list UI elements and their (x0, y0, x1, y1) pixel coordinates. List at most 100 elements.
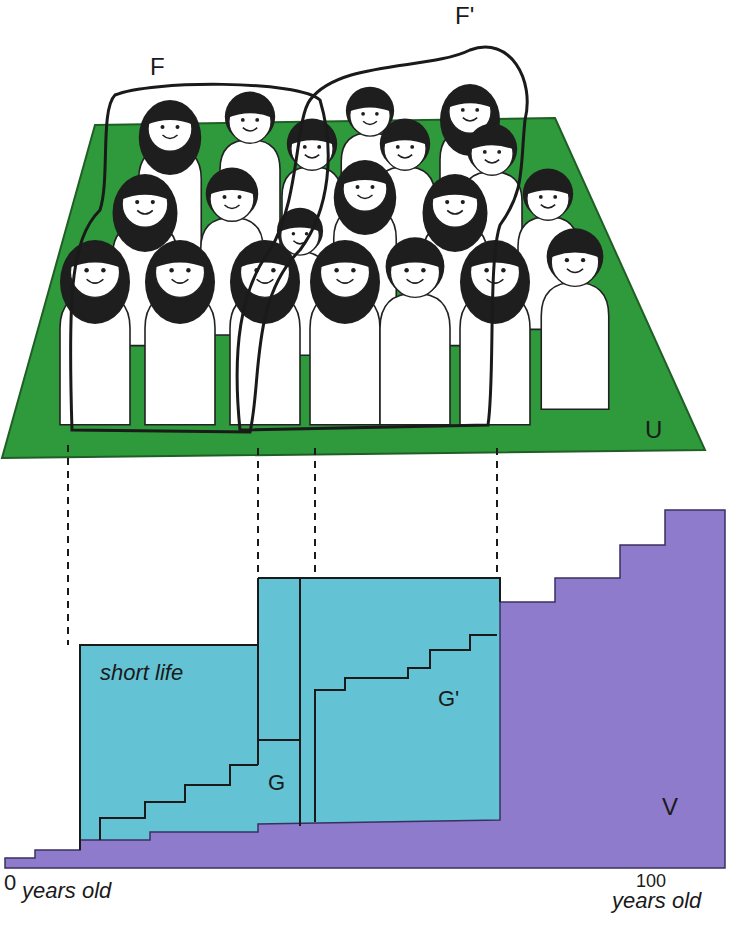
bangs (227, 96, 273, 118)
smile (487, 279, 504, 283)
eye (445, 200, 449, 204)
smile (257, 279, 274, 283)
bangs (447, 86, 493, 108)
eye (151, 200, 155, 204)
smile (541, 205, 555, 208)
label: years old (612, 890, 701, 912)
label: U (645, 418, 662, 442)
label: G' (438, 688, 459, 710)
label: short life (100, 662, 183, 684)
ground-u (2, 118, 705, 458)
region-v (5, 510, 725, 868)
smile (172, 279, 189, 283)
person (380, 237, 450, 425)
smile (567, 269, 583, 273)
region-outlines (80, 578, 500, 850)
eye (334, 268, 338, 272)
bangs (341, 163, 389, 186)
eye (553, 195, 557, 199)
eye (305, 232, 309, 236)
body (380, 293, 450, 425)
eye (565, 258, 569, 262)
label: 100 (636, 872, 666, 890)
eye (84, 268, 88, 272)
smile (463, 118, 477, 121)
hair (334, 160, 397, 235)
eye (241, 118, 245, 122)
bangs (469, 128, 515, 150)
smile (447, 210, 463, 214)
smile (305, 155, 319, 158)
crowd (60, 84, 609, 425)
hair (423, 174, 488, 252)
hair (145, 240, 215, 324)
label: V (662, 795, 678, 819)
eye (238, 195, 242, 199)
eye (461, 108, 465, 112)
body (541, 282, 609, 409)
eye (404, 268, 408, 272)
eye (410, 145, 414, 149)
eye (255, 118, 259, 122)
smile (337, 279, 354, 283)
eye (484, 268, 488, 272)
dashed-line (496, 448, 498, 578)
smile (398, 155, 412, 158)
smile (225, 205, 240, 209)
bangs (208, 173, 256, 196)
hair (139, 100, 202, 175)
hair (310, 240, 380, 324)
eye (101, 268, 105, 272)
label: G (268, 772, 285, 794)
eye (271, 268, 275, 272)
bangs (549, 234, 600, 258)
eye (501, 268, 505, 272)
eye (303, 145, 307, 149)
dashed-line (257, 448, 259, 578)
eye (461, 200, 465, 204)
dashed-line (314, 448, 316, 578)
hair (113, 174, 178, 252)
bangs (153, 243, 206, 268)
eye (497, 150, 501, 154)
label: years old (22, 880, 111, 902)
eye (356, 185, 360, 189)
eye (176, 125, 180, 129)
eye (351, 268, 355, 272)
eye (396, 145, 400, 149)
bangs (146, 103, 194, 125)
eye (581, 258, 585, 262)
smile (163, 135, 178, 139)
fuzzy-region-g (80, 578, 500, 855)
dashed-line (67, 445, 69, 645)
bangs (382, 123, 428, 145)
bangs (120, 177, 169, 200)
smile (358, 195, 373, 199)
person (145, 240, 215, 425)
eye (371, 185, 375, 189)
bangs (348, 91, 392, 112)
eye (475, 108, 479, 112)
bangs (388, 243, 441, 268)
label: F' (455, 4, 474, 28)
smile (137, 210, 153, 214)
eye (186, 268, 190, 272)
person (310, 240, 380, 425)
label: 0 (4, 872, 16, 894)
eye (161, 125, 165, 129)
eye (421, 268, 425, 272)
eye (539, 195, 543, 199)
smile (87, 279, 104, 283)
eye (169, 268, 173, 272)
label: F (150, 55, 165, 79)
eye (375, 112, 379, 116)
person (541, 228, 609, 409)
smile (407, 279, 424, 283)
eye (361, 112, 365, 116)
eye (292, 232, 296, 236)
smile (485, 160, 499, 163)
set-f-outline (70, 84, 328, 432)
bangs (430, 177, 479, 200)
